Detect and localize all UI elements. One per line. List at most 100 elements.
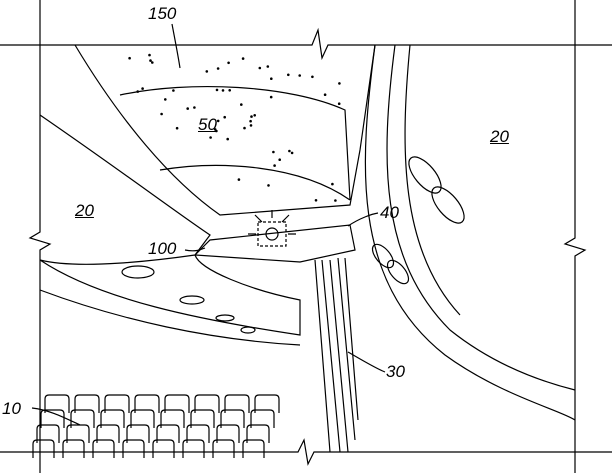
seat <box>186 424 210 443</box>
star-dot <box>267 184 270 187</box>
seat <box>74 394 100 413</box>
star-dot <box>209 136 212 139</box>
label-20-right: 20 <box>490 127 509 146</box>
star-dot <box>334 199 337 202</box>
star-dot <box>249 119 252 123</box>
star-dot <box>278 158 282 161</box>
label-40: 40 <box>380 203 399 222</box>
star-dot <box>216 119 220 123</box>
seat <box>44 394 70 413</box>
star-dot <box>175 126 179 130</box>
seat <box>126 424 150 443</box>
seat <box>190 409 215 428</box>
star-dot <box>298 74 302 77</box>
star-dot <box>241 57 245 60</box>
star-dot <box>337 102 341 105</box>
seat <box>122 439 145 458</box>
seat <box>220 409 245 428</box>
star-dot <box>215 88 219 92</box>
star-dot <box>287 73 290 77</box>
star-dot <box>240 103 243 106</box>
star-dot <box>273 164 276 167</box>
seat <box>156 424 180 443</box>
seat <box>194 394 220 413</box>
star-dot <box>249 124 253 127</box>
ceiling-panel <box>74 44 376 216</box>
seat <box>66 424 90 443</box>
star-dot <box>213 128 217 131</box>
right-sidewall <box>364 44 576 421</box>
star-dot <box>323 93 327 96</box>
star-dot <box>228 89 231 92</box>
star-dot <box>149 59 152 62</box>
star-dot <box>311 75 314 79</box>
star-dot <box>272 150 275 154</box>
star-dot <box>226 137 229 141</box>
seat <box>92 439 115 458</box>
star-dot <box>136 90 139 93</box>
ceiling-stars <box>128 53 341 202</box>
seat <box>100 409 125 428</box>
star-dot <box>288 149 291 153</box>
star-dot <box>314 199 318 202</box>
seat <box>104 394 130 413</box>
star-dot <box>269 95 273 99</box>
label-150: 150 <box>148 4 177 23</box>
star-dot <box>172 89 175 92</box>
seat <box>182 439 205 458</box>
seat <box>152 439 175 458</box>
leader-lines <box>31 23 386 426</box>
passenger-seats <box>32 394 280 458</box>
seat <box>212 439 235 458</box>
star-dot <box>160 112 163 116</box>
star-dot <box>253 114 256 117</box>
star-dot <box>193 106 196 109</box>
star-dot <box>243 126 246 130</box>
seat <box>32 439 55 458</box>
left-overhead-bins <box>39 114 301 346</box>
star-dot <box>164 98 167 101</box>
star-dot <box>250 115 253 118</box>
label-30: 30 <box>386 362 405 381</box>
label-20-left: 20 <box>75 201 94 220</box>
seat <box>242 439 265 458</box>
star-dot <box>331 182 334 186</box>
star-dot <box>221 89 225 92</box>
seat <box>160 409 185 428</box>
star-dot <box>223 115 226 119</box>
label-50: 50 <box>198 115 217 134</box>
seat <box>254 394 280 413</box>
star-dot <box>141 87 144 90</box>
seat <box>216 424 240 443</box>
star-dot <box>128 56 131 60</box>
star-dot <box>270 77 273 80</box>
seat <box>224 394 250 413</box>
star-dot <box>258 66 262 70</box>
light-unit <box>193 210 356 263</box>
star-dot <box>186 107 189 110</box>
star-dot <box>216 67 220 70</box>
star-dot <box>237 178 241 181</box>
seat <box>40 409 65 428</box>
seat <box>62 439 85 458</box>
star-dot <box>338 82 341 85</box>
seat <box>36 424 60 443</box>
seat <box>246 424 270 443</box>
seat <box>70 409 95 428</box>
star-dot <box>205 70 209 73</box>
seat <box>250 409 275 428</box>
seat <box>96 424 120 443</box>
partition-curtain <box>314 257 359 453</box>
star-dot <box>266 65 270 68</box>
seat <box>130 409 155 428</box>
seat <box>134 394 160 413</box>
star-dot <box>227 61 230 65</box>
seat <box>164 394 190 413</box>
star-dot <box>148 53 151 57</box>
star-dot <box>290 151 294 155</box>
star-dot <box>151 61 154 64</box>
label-10: 10 <box>2 399 21 418</box>
